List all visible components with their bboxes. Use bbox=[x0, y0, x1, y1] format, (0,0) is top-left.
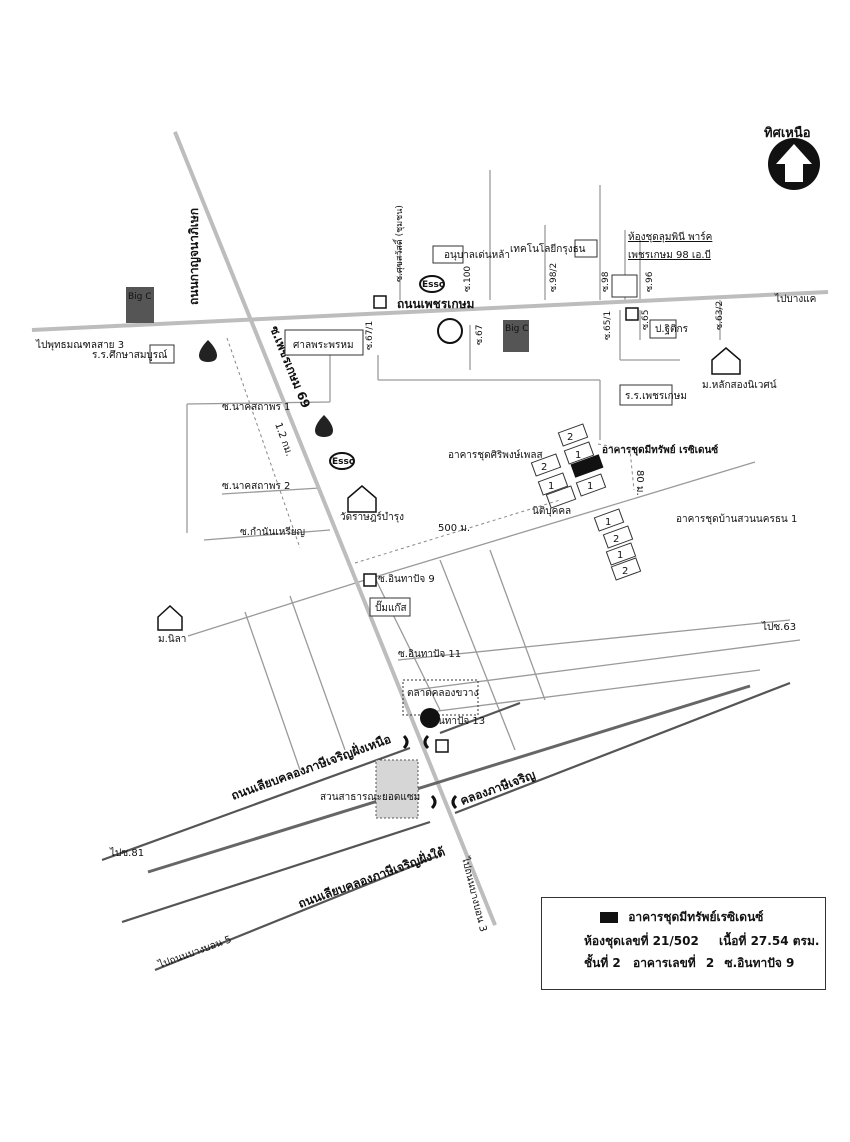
distance-1: 1.2 กม. bbox=[272, 421, 294, 458]
north-label: ทิศเหนือ bbox=[764, 125, 811, 141]
place-phetkasem98: เพชรเกษม 98 เอ.บี bbox=[628, 249, 711, 261]
building-number: 2 bbox=[613, 534, 619, 545]
place-pump: ปั๊มแก๊ส bbox=[375, 600, 407, 614]
esso-text: Esso bbox=[422, 280, 445, 290]
legend-title: อาคารชุดมีทรัพย์เรซิเดนซ์ bbox=[628, 910, 764, 924]
distance-3: 80 ม. bbox=[634, 470, 645, 496]
soi-suksawat: ซ.ศุขสวัสดิ์ (ชุมชน) bbox=[392, 205, 405, 282]
big-c-logo: Big C Big C bbox=[126, 287, 529, 352]
soi-100: ซ.100 bbox=[463, 266, 473, 292]
place-condo-park: ห้องชุดลุมพินี พาร์ค bbox=[628, 231, 712, 243]
soi-inthapat-11: ซ.อินทาปัจ 11 bbox=[398, 649, 461, 660]
building-number: 1 bbox=[548, 481, 554, 492]
road-kanchanapisek: ถนนกาญจนาภิเษก bbox=[187, 208, 201, 305]
house-icon bbox=[157, 347, 741, 631]
road-to-s63: ไปซ.63 bbox=[761, 621, 796, 633]
place-anuban: อนุบาลเด่นหล้า bbox=[444, 249, 510, 261]
target-building bbox=[570, 454, 604, 478]
drop-icon bbox=[315, 415, 333, 437]
soi-65: ซ.65 bbox=[641, 310, 651, 330]
soi-inthapat-13: ซ.อินทาปัจ 13 bbox=[422, 716, 485, 727]
road-phetkasem: ถนนเพชรเกษม bbox=[397, 297, 474, 311]
place-wat: วัดราษฎร์บำรุง bbox=[340, 511, 404, 523]
place-condo-target: อาคารชุดมีทรัพย์ เรซิเดนซ์ bbox=[602, 444, 718, 456]
minor-roads bbox=[186, 170, 801, 771]
place-pharmacy: ป.ฐิติกร bbox=[655, 324, 689, 335]
place-ban-luang: ม.หลักสองนิเวศน์ bbox=[702, 379, 777, 391]
legend-floor-row: ชั้นที่ 2 อาคารเลขที่ 2 ซ.อินทาปัจ 9 bbox=[584, 954, 794, 973]
legend-floor: ชั้นที่ 2 bbox=[584, 956, 621, 970]
soi-96: ซ.96 bbox=[645, 271, 655, 292]
building-number: 1 bbox=[617, 550, 623, 561]
soi-98-2: ซ.98/2 bbox=[549, 263, 559, 292]
legend: อาคารชุดมีทรัพย์เรซิเดนซ์ ห้องชุดเลขที่ … bbox=[541, 897, 826, 990]
legend-unit-row: ห้องชุดเลขที่ 21/502 เนื้อที่ 27.54 ตรม. bbox=[584, 932, 819, 951]
place-condo-suan: อาคารชุดบ้านสวนนครธน 1 bbox=[676, 513, 797, 525]
soi-65-1: ซ.65/1 bbox=[603, 311, 613, 340]
big-c-text: Big C bbox=[505, 324, 529, 334]
drop-icon bbox=[199, 340, 217, 362]
place-techno: เทคโนโลยีกรุงธน bbox=[510, 242, 586, 255]
road-klong-south: ถนนเลียบคลองภาษีเจริญฝั่งใต้ bbox=[296, 843, 447, 911]
legend-soi: ซ.อินทาปัจ 9 bbox=[724, 956, 795, 970]
building-number: 1 bbox=[587, 481, 593, 492]
building-number: 1 bbox=[605, 517, 611, 528]
place-condo-sirpong: อาคารชุดศิริพงษ์เพลส bbox=[448, 449, 543, 461]
legend-swatch bbox=[600, 912, 618, 923]
main-roads bbox=[31, 131, 829, 972]
road-to-bangkhae: ไปบางแค bbox=[774, 293, 816, 305]
place-sala: ศาลพระพรหม bbox=[293, 340, 354, 351]
soi-kamnan: ซ.กำนันเหรียญ bbox=[240, 526, 305, 538]
soi-67-1: ซ.67/1 bbox=[365, 321, 375, 350]
seven-eleven-icon bbox=[363, 295, 639, 753]
crest-icon bbox=[420, 318, 463, 728]
place-park: สวนสาธารณะยอดแซม bbox=[320, 792, 420, 803]
legend-building-no: 2 bbox=[705, 956, 715, 970]
soi-63-2: ซ.63/2 bbox=[715, 301, 725, 330]
road-to-s81: ไปซ.81 bbox=[109, 847, 144, 859]
place-nila: ม.นิลา bbox=[158, 634, 186, 645]
road-to-bangbon3: ไปถนนบางบอน 3 bbox=[459, 855, 489, 933]
building-number: 1 bbox=[575, 450, 581, 461]
building-number: 2 bbox=[541, 462, 547, 473]
soi-nakhon-1: ซ.นาคสถาพร 1 bbox=[222, 402, 290, 413]
arrow-up-icon bbox=[776, 144, 812, 182]
place-nitibukkhon: นิติบุคคล bbox=[532, 506, 571, 517]
legend-title-row: อาคารชุดมีทรัพย์เรซิเดนซ์ bbox=[600, 908, 763, 927]
soi-nakhon-2: ซ.นาคสถาพร 2 bbox=[222, 481, 290, 492]
soi-67: ซ.67 bbox=[475, 325, 485, 345]
esso-text: Esso bbox=[332, 457, 355, 467]
bridge-icon bbox=[402, 734, 458, 810]
legend-unit: ห้องชุดเลขที่ 21/502 bbox=[584, 934, 699, 948]
road-to-bangbon: ไปถนนบางบอน 5 bbox=[156, 933, 233, 971]
big-c-text: Big C bbox=[128, 292, 152, 302]
esso-logo: Esso Esso bbox=[329, 275, 445, 470]
road-to-phutthamonthon: ไปพุทธมณฑลสาย 3 bbox=[35, 339, 124, 351]
distance-2: 500 ม. bbox=[438, 523, 470, 534]
soi-98: ซ.98 bbox=[601, 271, 611, 292]
place-market: ตลาดคลองขวาง bbox=[407, 688, 479, 699]
legend-building: อาคารเลขที่ bbox=[632, 956, 696, 970]
building-number: 2 bbox=[622, 566, 628, 577]
condo-buildings: 2 1 2 1 1 1 2 1 2 bbox=[530, 423, 642, 581]
place-school-sin: ร.ร.ศึกษาสมบูรณ์ bbox=[92, 349, 167, 361]
legend-area: เนื้อที่ 27.54 ตรม. bbox=[718, 934, 820, 948]
place-school-phet: ร.ร.เพชรเกษม bbox=[625, 391, 687, 402]
soi-inthapat-9: ซ.อินทาปัจ 9 bbox=[378, 574, 435, 585]
ptt-logo bbox=[199, 340, 333, 437]
north-arrow: ทิศเหนือ bbox=[764, 125, 820, 190]
building-number: 2 bbox=[567, 432, 573, 443]
